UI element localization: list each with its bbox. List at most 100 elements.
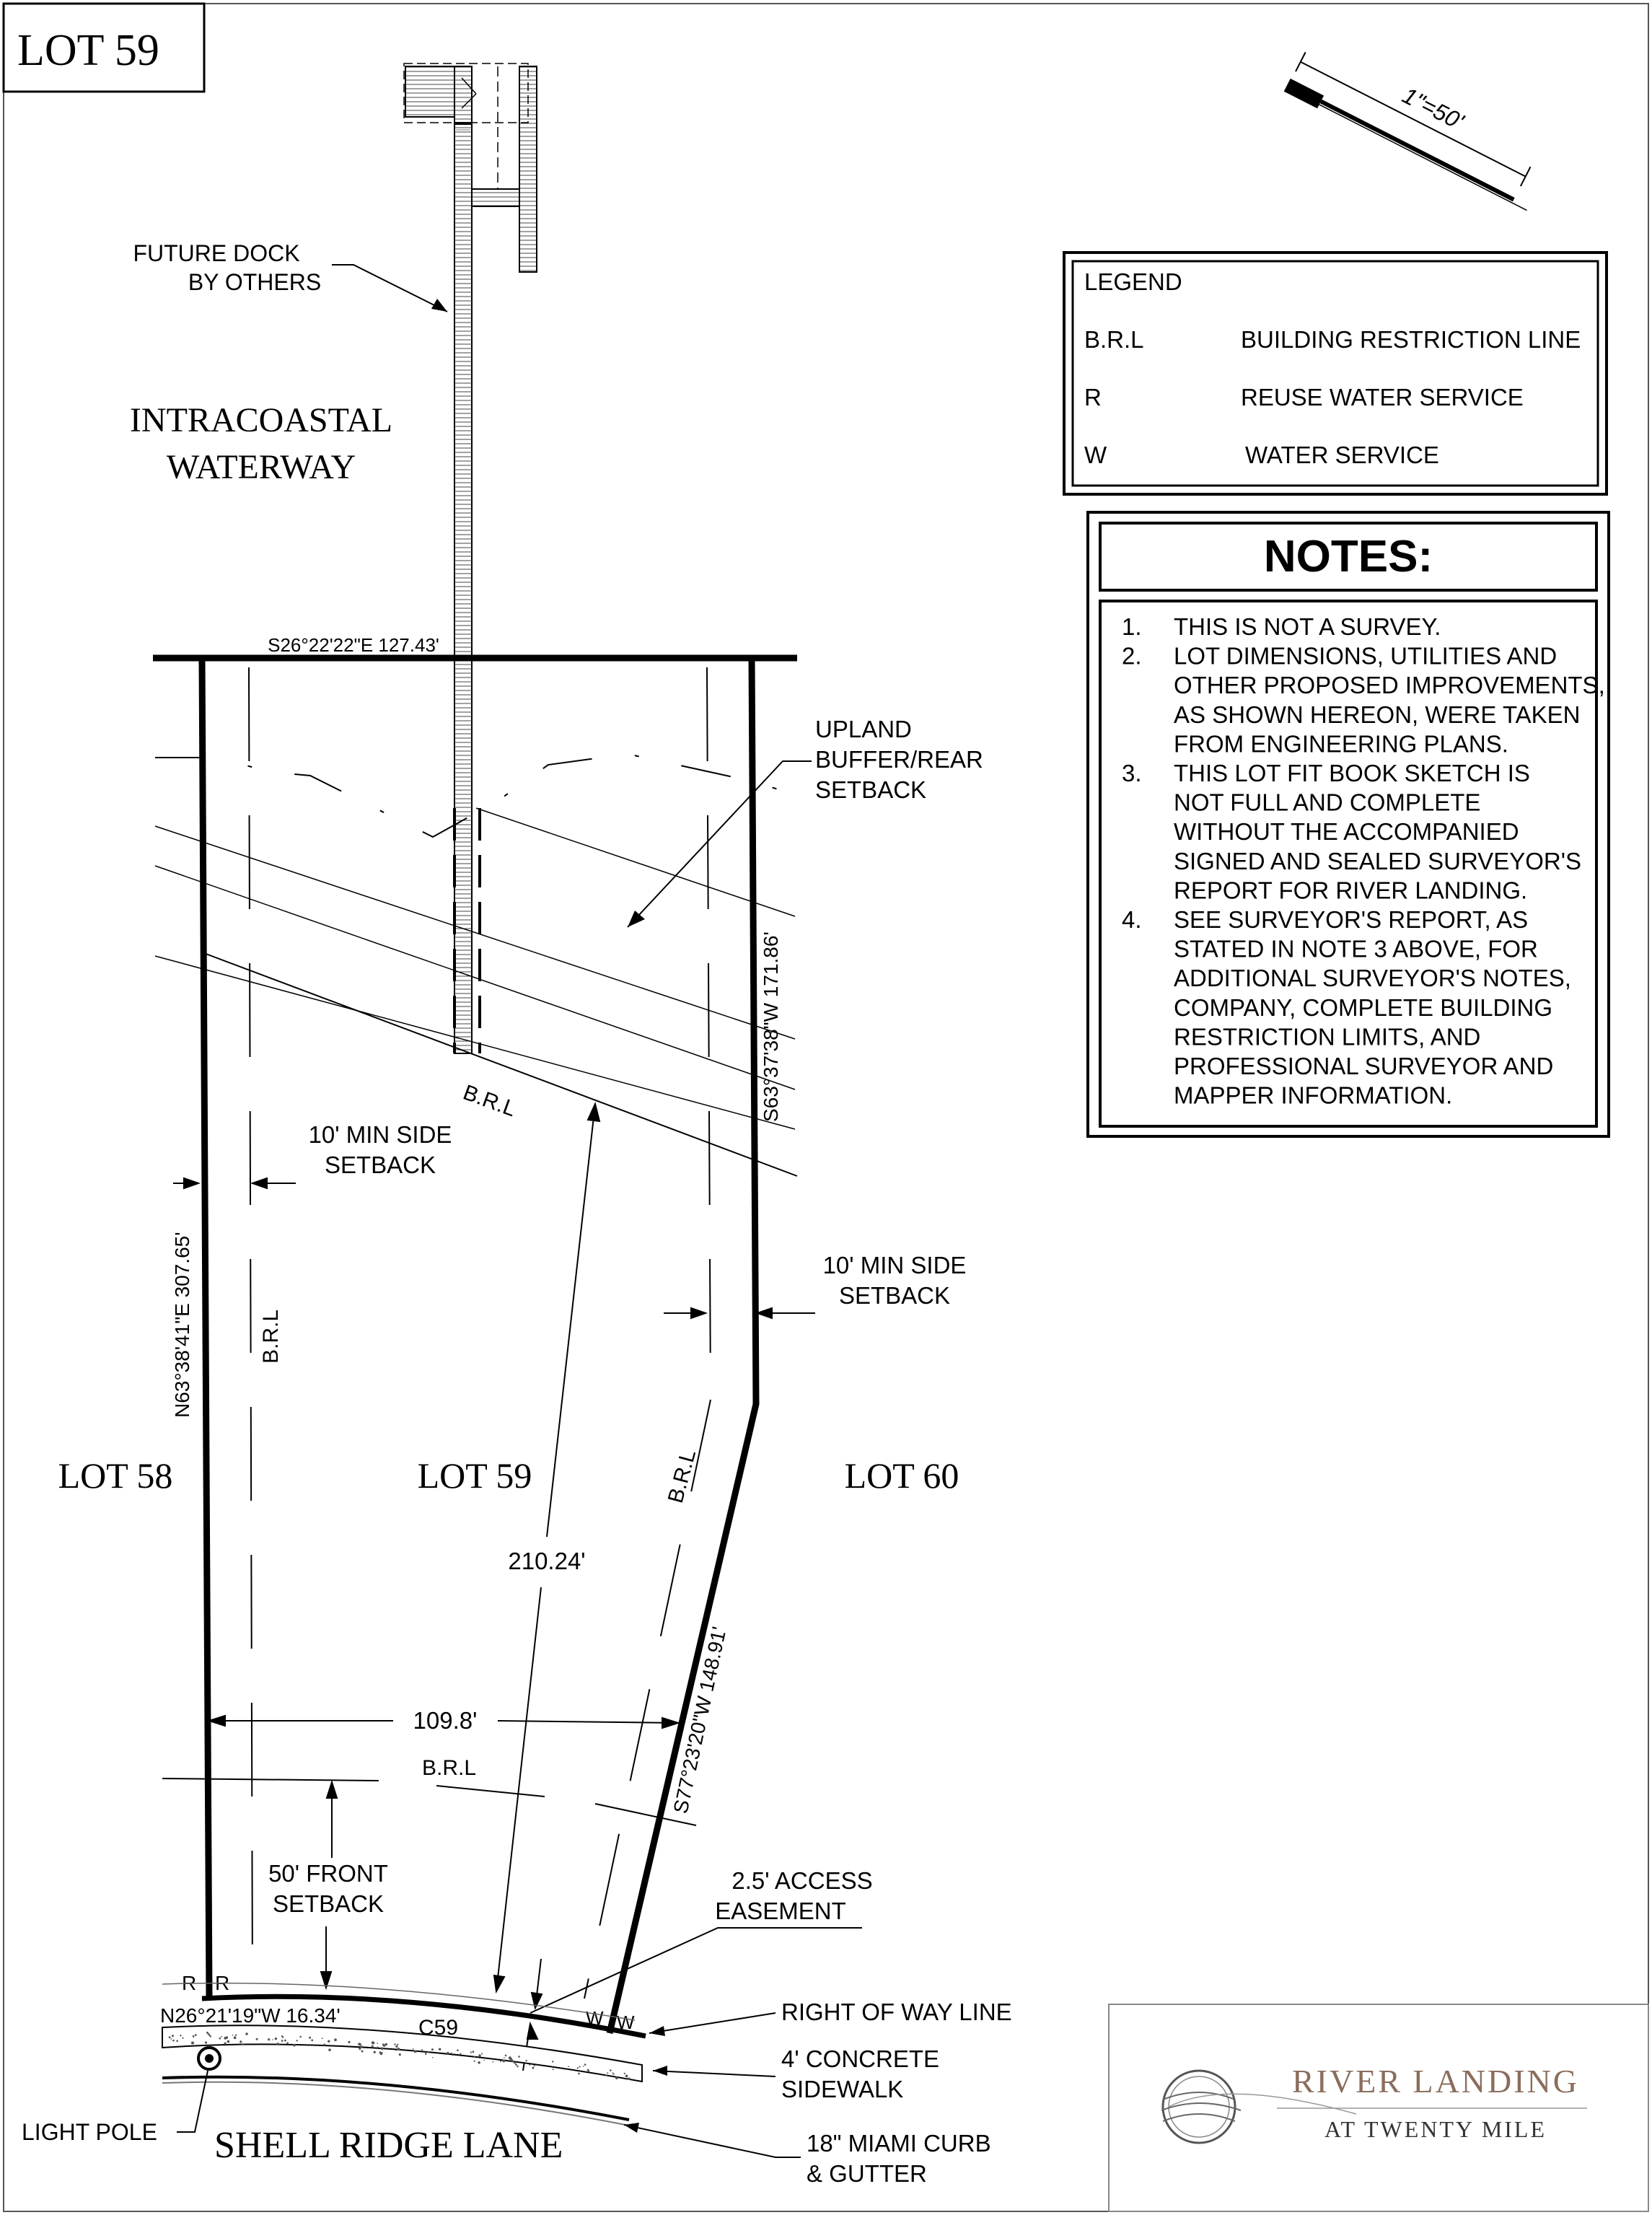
sidewalk-stipple [513, 2061, 516, 2064]
sidewalk-stipple [395, 2045, 398, 2048]
note-line: NOT FULL AND COMPLETE [1174, 789, 1480, 816]
sidewalk-stipple [552, 2069, 554, 2071]
legend-code: B.R.L [1084, 326, 1144, 353]
sidewalk-stipple [192, 2035, 195, 2038]
note-line: OTHER PROPOSED IMPROVEMENTS, [1174, 672, 1605, 698]
sidewalk-stipple [460, 2053, 462, 2055]
side-setback-label: 10' MIN SIDE [823, 1252, 967, 1278]
sidewalk-stipple [413, 2050, 417, 2053]
sidewalk-stipple [180, 2035, 182, 2037]
sidewalk-stipple [245, 2032, 248, 2035]
notes-list: 1.THIS IS NOT A SURVEY.2.LOT DIMENSIONS,… [1122, 613, 1605, 1109]
sidewalk-stipple [182, 2037, 184, 2039]
waterway-label: WATERWAY [167, 448, 356, 486]
note-line: THIS LOT FIT BOOK SKETCH IS [1174, 760, 1530, 786]
note-line: WITHOUT THE ACCOMPANIED [1174, 818, 1519, 845]
note-line: RESTRICTION LIMITS, AND [1174, 1023, 1480, 1050]
sidewalk-stipple [421, 2049, 423, 2051]
sidewalk-stipple [628, 2077, 631, 2080]
sidewalk-stipple [371, 2045, 374, 2048]
curb-leader [623, 2124, 801, 2158]
lot-59-label: LOT 59 [418, 1455, 532, 1496]
sidewalk-stipple [233, 2036, 237, 2040]
future-dock-label: FUTURE DOCK [133, 240, 299, 266]
sidewalk-stipple [385, 2043, 387, 2046]
sidewalk-stipple [615, 2076, 618, 2079]
sidewalk-stipple [219, 2037, 221, 2040]
legend-box: LEGEND B.R.L BUILDING RESTRICTION LINE R… [1063, 251, 1608, 496]
side-setback-label: 10' MIN SIDE [309, 1121, 452, 1148]
sidewalk-stipple [311, 2039, 314, 2042]
sidewalk-stipple [227, 2040, 230, 2043]
sidewalk-stipple [172, 2039, 175, 2042]
sidewalk-stipple [481, 2053, 483, 2055]
front-brl-line [162, 1778, 697, 1826]
legend-meaning: BUILDING RESTRICTION LINE [1241, 326, 1581, 353]
rear-bearing-label: S26°22'22"E 127.43' [268, 634, 439, 656]
note-number: 3. [1122, 760, 1142, 786]
sidewalk-stipple [532, 2066, 535, 2069]
left-brl-label: B.R.L [259, 1310, 283, 1364]
sidewalk-stipple [582, 2066, 584, 2067]
sidewalk-stipple [361, 2050, 364, 2053]
sidewalk-stipple [605, 2074, 607, 2076]
sidewalk-stipple [525, 2059, 527, 2062]
note-line: COMPANY, COMPLETE BUILDING [1174, 994, 1552, 1021]
sidewalk-stipple [377, 2043, 379, 2044]
upland-buffer-lines [154, 807, 796, 1130]
logo-tagline: AT TWENTY MILE [1324, 2116, 1547, 2142]
upland-label: UPLAND [815, 716, 912, 742]
sidewalk-stipple [470, 2051, 472, 2053]
sidewalk-stipple [281, 2036, 284, 2038]
sidewalk-stipple [612, 2072, 613, 2074]
note-line: FROM ENGINEERING PLANS. [1174, 730, 1508, 757]
sidewalk-stipple [579, 2066, 581, 2068]
sidewalk-stipple [328, 2040, 330, 2043]
light-pole [177, 2046, 221, 2133]
sidewalk-stipple [427, 2051, 429, 2053]
rear-brl-label: B.R.L [460, 1081, 519, 1122]
lot-60-label: LOT 60 [845, 1455, 959, 1496]
sidewalk-stipple [397, 2048, 400, 2050]
sidewalk-stipple [499, 2060, 502, 2062]
sidewalk-stipple [293, 2043, 296, 2047]
sidewalk-stipple [515, 2063, 517, 2066]
note-line: PROFESSIONAL SURVEYOR AND [1174, 1053, 1553, 1079]
sidewalk-stipple [447, 2051, 449, 2055]
sidewalk-stipple [452, 2054, 454, 2056]
sidewalk-stipple [377, 2046, 379, 2048]
sidewalk-stipple [221, 2035, 222, 2038]
sidewalk-stipple [578, 2072, 580, 2075]
sidewalk-stipple [360, 2045, 363, 2048]
curb-label: & GUTTER [807, 2160, 927, 2187]
note-line: AS SHOWN HEREON, WERE TAKEN [1174, 701, 1581, 728]
logo-name: RIVER LANDING [1292, 2063, 1579, 2100]
sidewalk-stipple [576, 2067, 579, 2069]
note-line: STATED IN NOTE 3 ABOVE, FOR [1174, 936, 1538, 962]
sidewalk-leader [652, 2070, 776, 2077]
sidewalk-stipple [272, 2039, 273, 2040]
width-dimension [206, 1714, 681, 1729]
sidewalk-stipple [380, 2047, 384, 2050]
sidewalk-stipple [268, 2038, 271, 2041]
street-name: SHELL RIDGE LANE [214, 2125, 563, 2166]
sidewalk-stipple [373, 2050, 376, 2053]
sidewalk-stipple [278, 2043, 280, 2045]
row-line-label: RIGHT OF WAY LINE [781, 1999, 1012, 2025]
sidewalk-stipple [381, 2052, 383, 2053]
sidewalk-stipple [472, 2050, 475, 2053]
sidewalk-stipple [607, 2072, 609, 2074]
rear-brl-line [201, 952, 798, 1177]
sidewalk-stipple [276, 2043, 278, 2045]
utility-service-marks: R R W W [162, 1972, 636, 2033]
note-line: SIGNED AND SEALED SURVEYOR'S [1174, 848, 1581, 874]
water-mark: W [586, 2007, 604, 2029]
sidewalk-stipple [424, 2053, 427, 2055]
dock-walkway-dashed [453, 808, 481, 1053]
light-pole-label: LIGHT POLE [22, 2119, 157, 2145]
note-line: SEE SURVEYOR'S REPORT, AS [1174, 906, 1528, 933]
note-number: 4. [1122, 906, 1142, 933]
lot-58-label: LOT 58 [58, 1455, 173, 1496]
concrete-sidewalk [162, 2025, 643, 2083]
